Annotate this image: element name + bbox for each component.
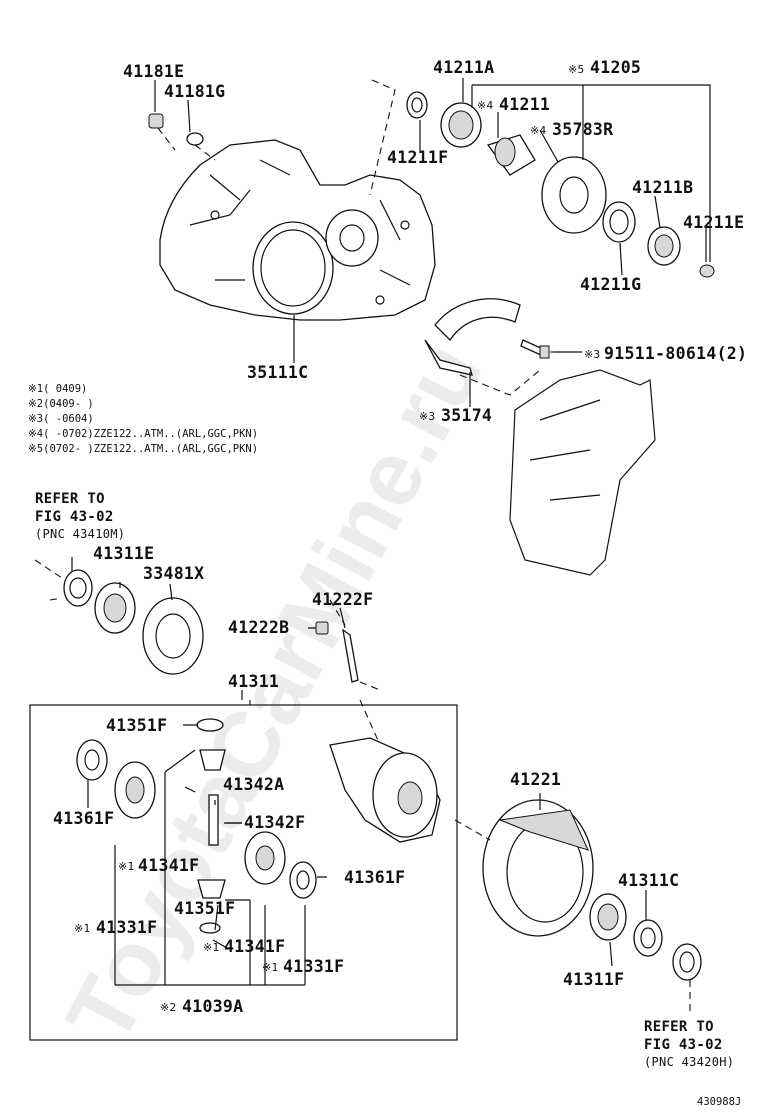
- mark-41341F-bot: ※1: [203, 941, 219, 954]
- label-41181G: 41181G: [164, 82, 225, 101]
- mark-41331F-right: ※1: [262, 961, 278, 974]
- refer-top-line2: FIG 43-02: [35, 509, 114, 525]
- mark-91511: ※3: [584, 348, 600, 361]
- bearing-41211B: [647, 226, 681, 266]
- label-41342F: 41342F: [244, 813, 305, 832]
- note-2: ※2(0409- ): [28, 398, 94, 410]
- side-gear-41331F-left: [114, 761, 156, 819]
- bearing-41211A: [440, 102, 482, 148]
- washer-41361F-left: [76, 739, 108, 781]
- mark-41205: ※5: [568, 63, 584, 76]
- label-41311: 41311: [228, 672, 279, 691]
- oil-seal-right: [672, 943, 702, 981]
- label-41341F-top: 41341F: [138, 856, 199, 875]
- label-41311F: 41311F: [563, 970, 624, 989]
- label-41311E: 41311E: [93, 544, 154, 563]
- pin-41342A: [184, 786, 196, 793]
- label-41351F-mid: 41351F: [174, 899, 235, 918]
- diagram-code: 430988J: [697, 1096, 741, 1108]
- bearing-33481X: [142, 597, 204, 675]
- oil-seal-41211F: [406, 91, 428, 119]
- bolt-91511: [520, 339, 550, 359]
- transaxle-housing: [159, 139, 436, 321]
- label-41311C: 41311C: [618, 871, 679, 890]
- mark-35783R: ※4: [530, 124, 547, 137]
- refer-top-line1: REFER TO: [35, 491, 105, 507]
- plug-41181E: [148, 113, 164, 129]
- label-41211G: 41211G: [580, 275, 641, 294]
- mark-41331F-left: ※1: [74, 922, 90, 935]
- label-41211B: 41211B: [632, 178, 693, 197]
- washer-41351F-mid: [199, 922, 221, 934]
- plate-41222F: [342, 628, 359, 683]
- washer-41361F-right: [289, 861, 317, 899]
- label-41211: 41211: [499, 95, 550, 114]
- differential-assembly-box: [29, 704, 458, 1041]
- seal-41311E-a: [63, 569, 93, 607]
- ring-gear-41221: [482, 799, 594, 937]
- washer-41351F: [196, 718, 224, 732]
- label-41341F-bot: 41341F: [224, 937, 285, 956]
- label-35174: 35174: [441, 406, 492, 425]
- mark-35174: ※3: [419, 410, 435, 423]
- gasket-41181G: [186, 132, 204, 146]
- label-35111C: 35111C: [247, 363, 308, 382]
- bolt-41222B: [315, 621, 329, 635]
- mark-41211: ※4: [477, 99, 494, 112]
- label-41361F-left: 41361F: [53, 809, 114, 828]
- refer-bottom-line2: FIG 43-02: [644, 1037, 723, 1053]
- side-gear-41331F-right: [244, 831, 286, 885]
- differential-case: [329, 737, 441, 843]
- pinion-41341F-bot: [197, 879, 226, 899]
- shaft-41211: [486, 134, 536, 176]
- label-41205: 41205: [590, 58, 641, 77]
- refer-top-line3: (PNC 43410M): [35, 527, 125, 541]
- note-1: ※1( 0409): [28, 383, 87, 395]
- label-41039A: 41039A: [182, 997, 243, 1016]
- gear-35783R: [541, 156, 607, 234]
- label-41351F-top: 41351F: [106, 716, 167, 735]
- shaft-41342F: [208, 794, 219, 846]
- engine-block-outline: [509, 369, 656, 576]
- bearing-41311E: [94, 582, 136, 634]
- label-41211A: 41211A: [433, 58, 494, 77]
- label-41222F: 41222F: [312, 590, 373, 609]
- label-41331F-left: 41331F: [96, 918, 157, 937]
- refer-bottom-line1: REFER TO: [644, 1019, 714, 1035]
- mark-41039A: ※2: [160, 1001, 176, 1014]
- label-91511: 91511-80614(2): [604, 344, 747, 363]
- note-5: ※5(0702- )ZZE122..ATM..(ARL,GGC,PKN): [28, 443, 258, 455]
- label-41181E: 41181E: [123, 62, 184, 81]
- seal-41211G: [602, 201, 636, 243]
- label-41361F-right: 41361F: [344, 868, 405, 887]
- refer-bottom-line3: (PNC 43420H): [644, 1055, 734, 1069]
- note-4: ※4( -0702)ZZE122..ATM..(ARL,GGC,PKN): [28, 428, 258, 440]
- shield-35174: [424, 298, 521, 376]
- label-41222B: 41222B: [228, 618, 289, 637]
- bearing-41311F: [589, 893, 627, 941]
- note-3: ※3( -0604): [28, 413, 94, 425]
- pinion-41341F-top: [199, 749, 226, 771]
- mark-41341F-top: ※1: [118, 860, 134, 873]
- plug-41211E: [699, 264, 715, 278]
- label-41342A: 41342A: [223, 775, 284, 794]
- label-41211F-top: 41211F: [387, 148, 448, 167]
- label-41211E: 41211E: [683, 213, 744, 232]
- seal-41311C: [633, 919, 663, 957]
- label-41331F-right: 41331F: [283, 957, 344, 976]
- label-33481X: 33481X: [143, 564, 204, 583]
- label-41221: 41221: [510, 770, 561, 789]
- label-35783R: 35783R: [552, 120, 613, 139]
